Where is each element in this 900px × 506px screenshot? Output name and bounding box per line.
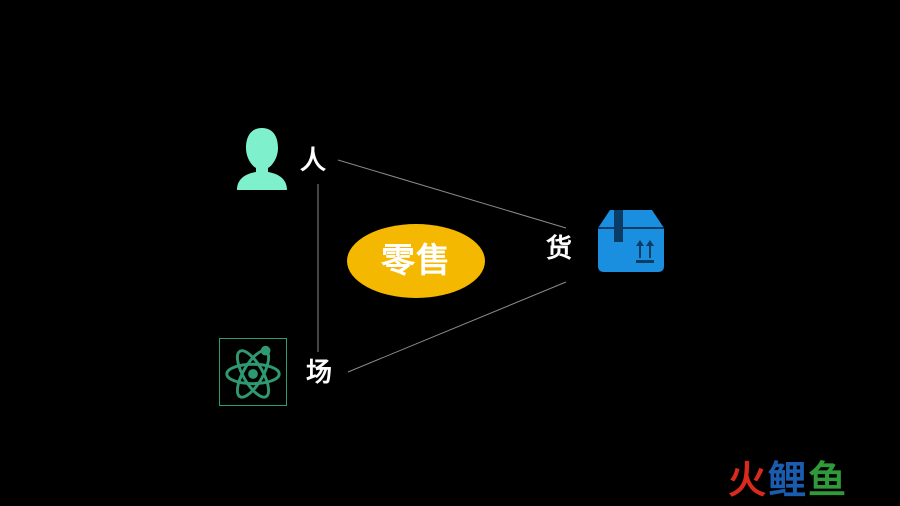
center-label: 零售 bbox=[381, 241, 451, 281]
node-label-huo: 货 bbox=[546, 234, 573, 264]
logo-char-1: 火 bbox=[728, 458, 767, 502]
logo-char-3: 鱼 bbox=[808, 458, 847, 502]
atom-icon bbox=[219, 338, 287, 406]
person-icon bbox=[234, 126, 290, 192]
brand-logo: 火 鲤 鱼 bbox=[728, 458, 848, 502]
logo-char-2: 鲤 bbox=[768, 458, 807, 502]
line-huo-chang bbox=[347, 281, 567, 373]
line-ren-huo bbox=[337, 159, 567, 229]
center-retail-ellipse: 零售 bbox=[347, 224, 485, 298]
node-label-ren: 人 bbox=[300, 146, 327, 176]
package-box-icon bbox=[596, 206, 666, 274]
node-label-chang: 场 bbox=[306, 358, 333, 388]
